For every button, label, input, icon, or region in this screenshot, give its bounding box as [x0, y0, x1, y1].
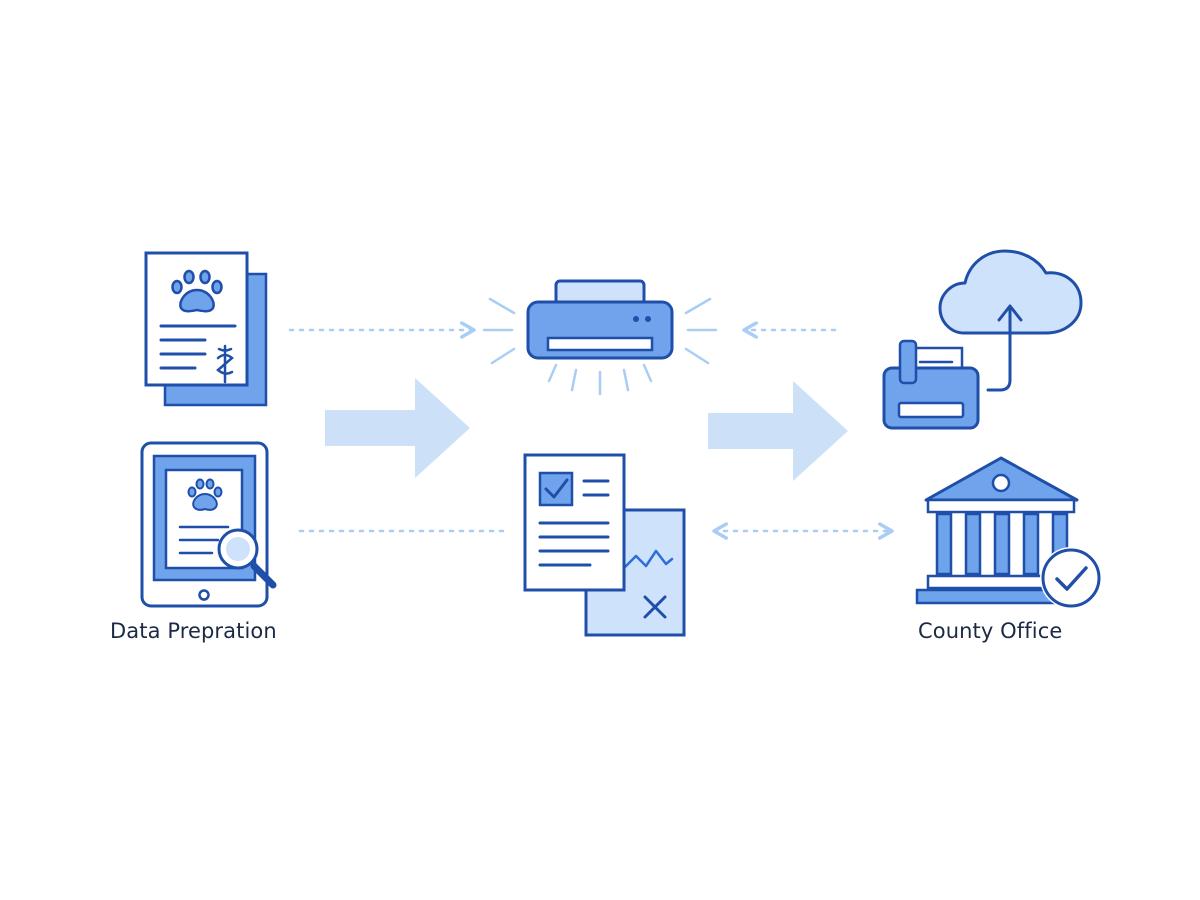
- fax-machine-icon: [882, 339, 980, 430]
- verified-check-icon: [1040, 547, 1102, 609]
- flow-arrow-right: [708, 381, 848, 481]
- flow-arrow-left: [325, 378, 470, 478]
- printer-icon: [482, 279, 718, 396]
- cloud-upload-icon: [938, 249, 1083, 392]
- county-office-label: County Office: [918, 619, 1063, 643]
- tablet-record-search-icon: [140, 441, 277, 608]
- government-building-icon: [915, 456, 1087, 605]
- pet-medical-record-icon: [144, 251, 268, 407]
- checklist-document-icon: [523, 453, 626, 592]
- data-preparation-label: Data Prepration: [110, 619, 277, 643]
